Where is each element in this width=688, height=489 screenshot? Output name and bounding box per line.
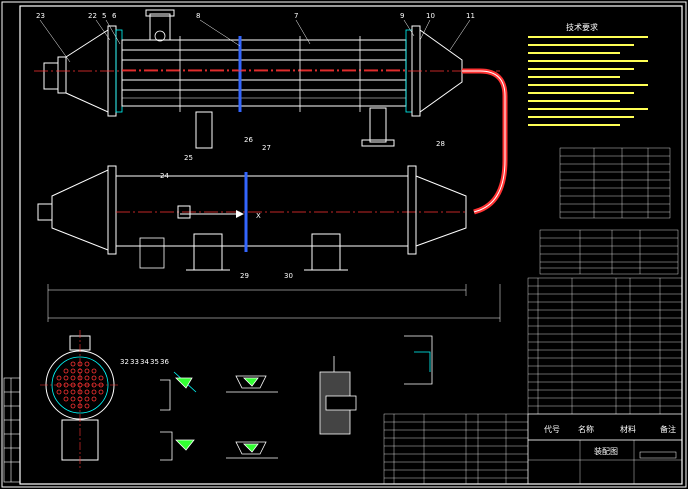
balloon-label: 35 (150, 358, 159, 366)
lower-exchanger: X (37, 165, 467, 271)
tube-hole (84, 368, 90, 374)
tube-hole (63, 368, 69, 374)
tube-hole (98, 375, 104, 381)
tube-hole (77, 382, 83, 388)
tube-hole (77, 396, 83, 402)
parameter-table (559, 147, 671, 219)
requirement-text-line (528, 68, 634, 70)
tube-hole (63, 375, 69, 381)
balloon-label: 32 (120, 358, 129, 366)
tube-hole (91, 396, 97, 402)
tube-hole (91, 375, 97, 381)
balloon-label: 28 (436, 140, 445, 148)
tube-hole (77, 389, 83, 395)
requirement-text-line (528, 36, 648, 38)
balloon-label: 27 (262, 144, 271, 152)
tube-hole (63, 396, 69, 402)
tube-hole (56, 375, 62, 381)
tube-hole (63, 389, 69, 395)
tube-hole (77, 375, 83, 381)
requirement-text-line (528, 100, 620, 102)
tube-hole (84, 382, 90, 388)
nozzle-table (539, 229, 679, 275)
tube-hole (84, 403, 90, 409)
upper-exchanger (34, 9, 508, 215)
tube-hole (77, 368, 83, 374)
header-name: 名称 (578, 424, 594, 434)
balloon-label: 10 (426, 12, 435, 20)
balloon-label: 6 (112, 12, 117, 20)
tube-hole (77, 361, 83, 367)
balloon-label: 26 (244, 136, 253, 144)
requirement-text-line (528, 124, 620, 126)
balloon-label: 24 (160, 172, 169, 180)
header-material: 材料 (620, 424, 636, 434)
balloon-label: 25 (184, 154, 193, 162)
tube-hole (56, 382, 62, 388)
tube-hole (84, 389, 90, 395)
inner-frame (19, 5, 683, 485)
weld-details (160, 335, 433, 461)
tube-hole (70, 361, 76, 367)
upper-balloons (39, 19, 471, 63)
tube-hole (98, 382, 104, 388)
svg-text:X: X (256, 212, 261, 220)
requirement-text-line (528, 84, 648, 86)
tube-hole (70, 375, 76, 381)
balloon-label: 7 (294, 12, 298, 20)
tube-hole (70, 389, 76, 395)
left-binding-strip (3, 377, 21, 483)
requirement-text-line (528, 60, 648, 62)
requirement-text-line (528, 44, 634, 46)
balloon-label: 33 (130, 358, 139, 366)
tube-hole (91, 382, 97, 388)
balloon-label: 34 (140, 358, 149, 366)
tube-hole (84, 361, 90, 367)
tube-hole (98, 389, 104, 395)
parts-list-lower (383, 413, 529, 485)
drawing-title: 装配图 (594, 446, 618, 456)
tube-hole (91, 368, 97, 374)
balloon-label: 29 (240, 272, 249, 280)
requirement-text-line (528, 92, 634, 94)
requirement-text-line (528, 52, 620, 54)
parts-header: 代号 名称 材料 备注 (527, 413, 683, 441)
tube-hole (56, 389, 62, 395)
balloon-label: 30 (284, 272, 293, 280)
balloon-label: 22 (88, 12, 97, 20)
title-block: 装配图 (527, 439, 683, 485)
requirement-text-line (528, 76, 620, 78)
tube-hole (63, 382, 69, 388)
requirement-text-line (528, 116, 634, 118)
balloon-label: 36 (160, 358, 169, 366)
balloon-label: 8 (196, 12, 200, 20)
balloon-label: 5 (102, 12, 106, 20)
tube-hole (70, 368, 76, 374)
tube-hole (91, 389, 97, 395)
tube-hole (84, 396, 90, 402)
tube-hole (70, 396, 76, 402)
tech-requirements: 技术要求 (528, 22, 648, 126)
parts-list (527, 277, 683, 415)
balloon-label: 11 (466, 12, 475, 20)
tube-sheet-view (40, 330, 120, 470)
tube-hole (70, 403, 76, 409)
balloon-label: 9 (400, 12, 404, 20)
tube-hole (77, 403, 83, 409)
tube-hole (84, 375, 90, 381)
requirement-text-line (528, 108, 648, 110)
balloon-label: 23 (36, 12, 45, 20)
tube-hole (70, 382, 76, 388)
header-note: 备注 (660, 424, 676, 434)
dimension-lines (47, 284, 501, 322)
tube-holes (56, 361, 104, 409)
header-code: 代号 (544, 424, 560, 434)
tech-title: 技术要求 (566, 22, 598, 32)
